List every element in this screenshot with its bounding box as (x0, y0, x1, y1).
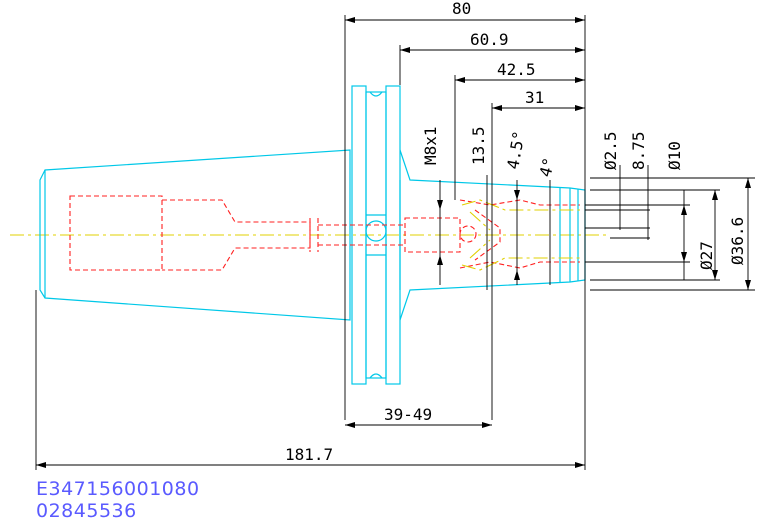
arrowheads (36, 17, 751, 468)
dim-dia-27: Ø27 (697, 241, 716, 270)
dim-angle-4-5: 4.5° (503, 129, 528, 170)
dim-80: 80 (452, 0, 471, 18)
dim-13-5: 13.5 (469, 126, 488, 165)
dimension-lines (35, 15, 755, 470)
dim-angle-4: 4° (536, 156, 559, 180)
dim-31: 31 (525, 88, 544, 107)
dim-42-5: 42.5 (497, 60, 536, 79)
dim-60-9: 60.9 (470, 30, 509, 49)
dim-dia-10: Ø10 (665, 141, 684, 170)
part-code-2: 02845536 (36, 500, 137, 522)
dim-m8x1: M8x1 (421, 126, 440, 165)
dim-dia-36-6: Ø36.6 (728, 217, 747, 265)
dim-dia-2-5: Ø2.5 (601, 131, 620, 170)
dim-181-7: 181.7 (285, 445, 333, 464)
hidden-lines (69, 195, 580, 271)
dim-39-49: 39-49 (384, 405, 432, 424)
part-code-1: E347156001080 (36, 478, 200, 500)
collet-lines (461, 199, 580, 271)
dim-8-75: 8.75 (629, 131, 648, 170)
